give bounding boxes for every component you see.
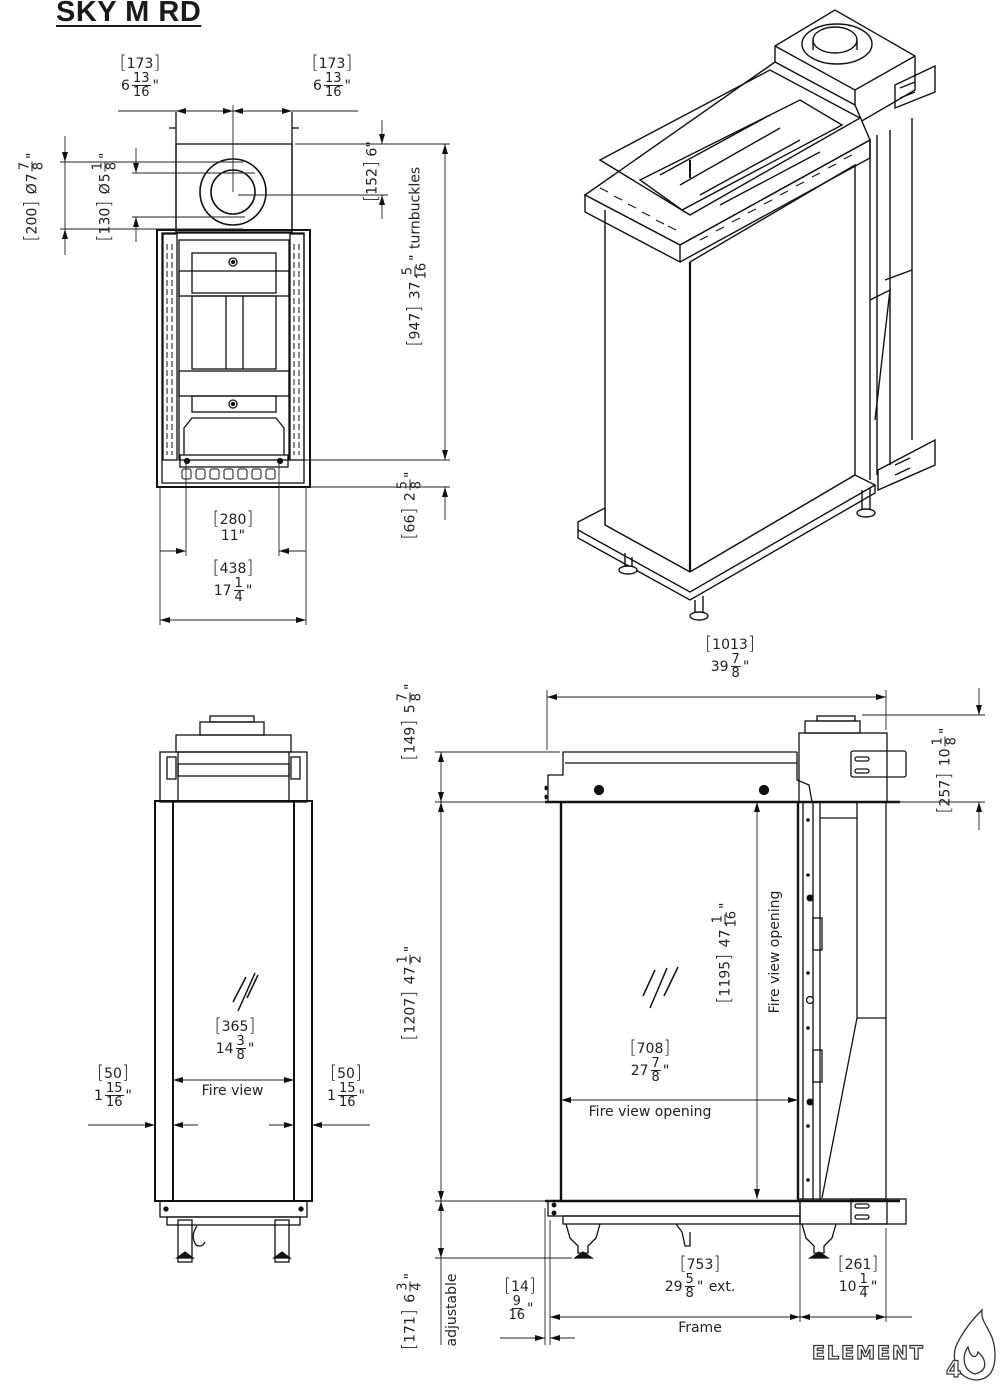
isometric-view <box>577 9 936 621</box>
dim-leg-height: 171 634" <box>396 1272 425 1352</box>
slot-pattern-left <box>166 244 300 455</box>
vent-slots <box>181 468 276 480</box>
front-view <box>154 715 313 1263</box>
top-view <box>156 112 311 488</box>
label-fire-view: Fire view <box>201 1083 264 1099</box>
side-view-dimensions <box>435 688 985 1345</box>
glass-hatch-icon <box>642 966 679 1009</box>
drawing-title: SKY M RD <box>56 0 202 28</box>
leveling-feet <box>565 1223 837 1259</box>
side-view <box>544 715 907 1259</box>
dim-bottom-offset: 66 258" <box>396 471 425 541</box>
glass-hatch-icon <box>232 972 259 1012</box>
brand-logo-suffix: 4 <box>945 1357 962 1383</box>
brand-logo: ELEMENT <box>811 1341 925 1364</box>
dim-frame-offset: 14 916" <box>498 1278 542 1322</box>
label-adjustable: adjustable <box>444 1273 460 1347</box>
label-fire-view-opening-vertical: Fire view opening <box>767 890 783 1014</box>
tray-vents <box>599 154 853 241</box>
dim-inner-width: 280 11" <box>203 511 263 544</box>
side-rivets <box>806 818 814 1182</box>
label-frame: Frame <box>678 1320 722 1336</box>
leveling-feet <box>618 488 876 621</box>
top-view-dimensions <box>60 105 450 625</box>
flame-icon <box>953 1308 996 1381</box>
label-fire-view-opening-horizontal: Fire view opening <box>588 1104 712 1120</box>
front-view-dimensions <box>88 1077 370 1128</box>
dim-top-height: 149 578" <box>396 684 425 761</box>
dim-flue-center-depth: 152 6" <box>364 140 381 204</box>
